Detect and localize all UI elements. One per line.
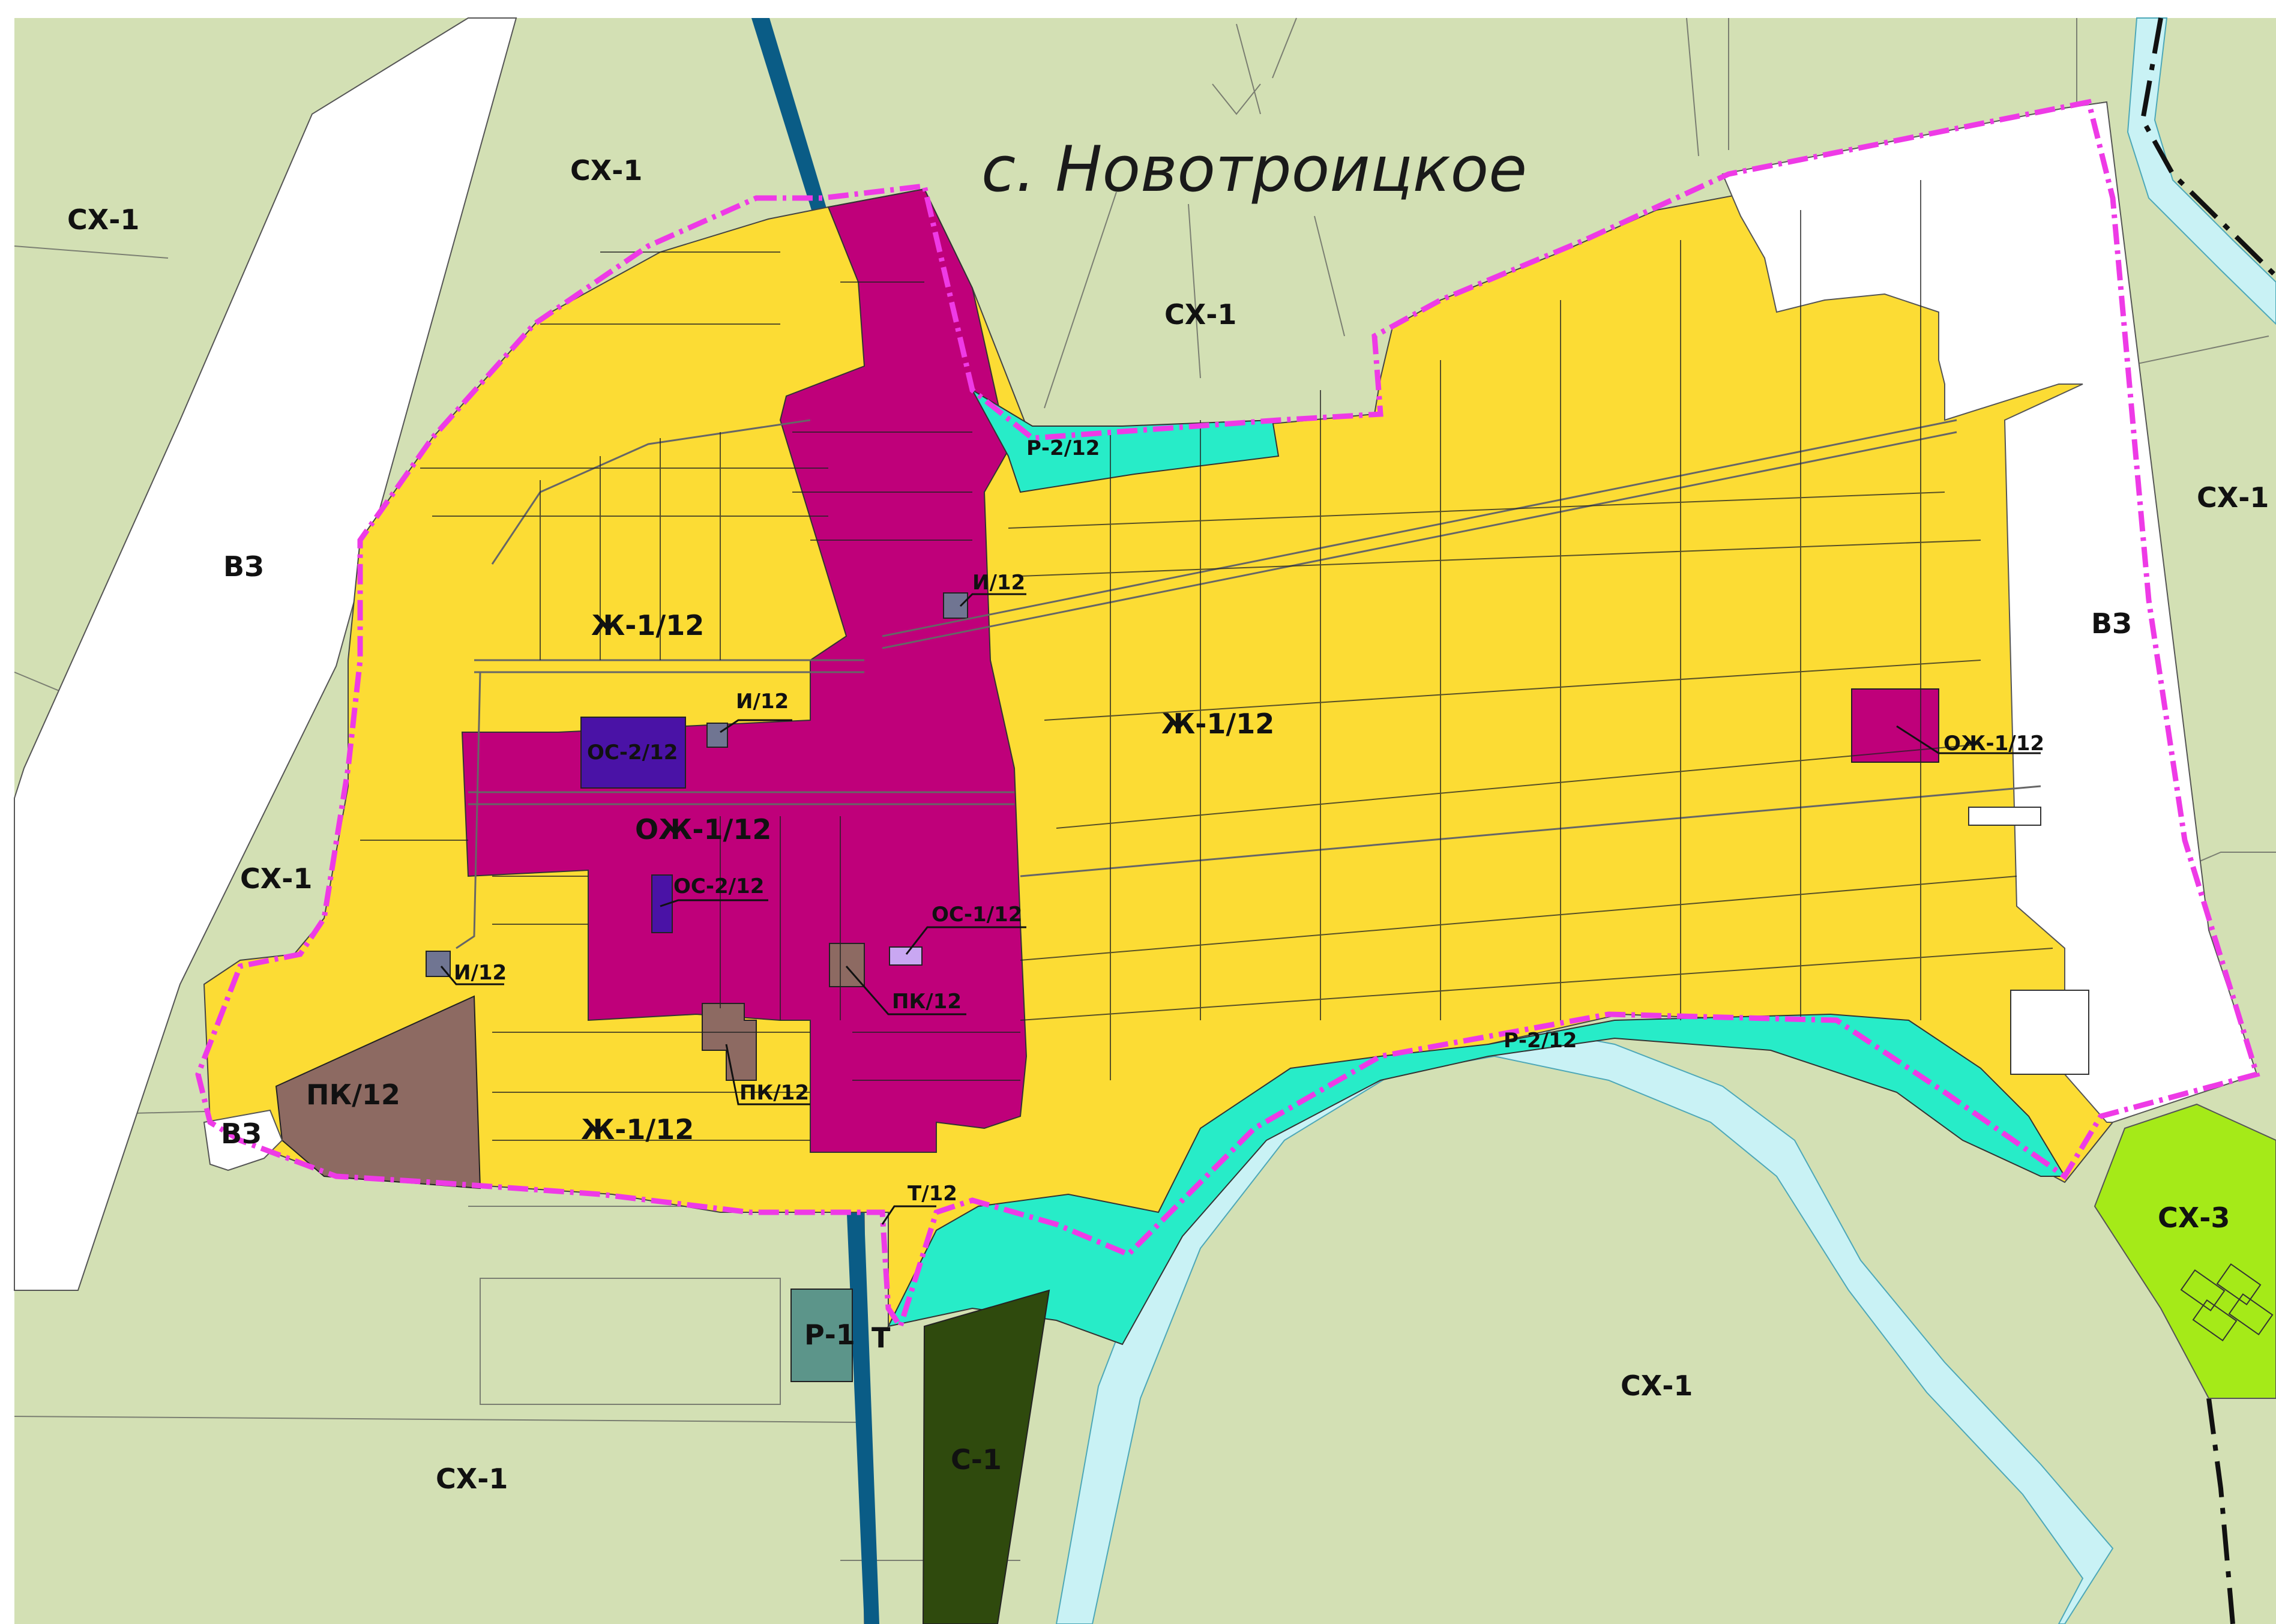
reserve-zone-west [14, 17, 517, 1291]
label-r2-south: Р-2/12 [1504, 1029, 1577, 1053]
label-i-north: И/12 [972, 571, 1025, 595]
label-os1: ОС-1/12 [932, 903, 1022, 927]
label-sx1-south: СХ-1 [1621, 1370, 1693, 1402]
label-t: Т [872, 1322, 891, 1354]
label-t12: Т/12 [908, 1182, 957, 1206]
cemetery-zone [922, 1289, 1050, 1624]
label-sx1-west: СХ-1 [240, 862, 312, 895]
reserve-zone-east [1721, 101, 2258, 1123]
reserve-plot [2010, 990, 2089, 1075]
label-i-west: И/12 [454, 961, 507, 985]
railway-southeast [2206, 1398, 2235, 1624]
label-pk-center: ПК/12 [892, 990, 962, 1014]
label-r2-north: Р-2/12 [1026, 436, 1100, 460]
mixed-public-zone-east [1851, 688, 1939, 763]
label-sx3: СХ-3 [2158, 1201, 2230, 1234]
streets [456, 419, 2041, 949]
zone-labels: СХ-1 СХ-1 СХ-1 СХ-1 СХ-1 СХ-1 СХ-1 СХ-3 … [67, 154, 2269, 1495]
engineering-zone-north [943, 592, 968, 619]
recreation-zone-north [971, 388, 1280, 493]
mixed-public-zone [461, 188, 1028, 1153]
label-os2-a: ОС-2/12 [587, 741, 678, 765]
label-vz-east: ВЗ [2091, 607, 2132, 640]
label-zh-south: Ж-1/12 [581, 1113, 694, 1146]
social-zone-c [889, 946, 923, 966]
sports-zone [790, 1289, 853, 1382]
engineering-zone-center [706, 723, 728, 748]
map-margin-top [0, 0, 2276, 18]
production-zone-south [702, 1003, 757, 1081]
settlement-title: с. Новотроицкое [981, 133, 1527, 206]
label-zh-nw: Ж-1/12 [591, 609, 704, 642]
label-c1: С-1 [951, 1443, 1002, 1476]
label-pk-south: ПК/12 [739, 1081, 809, 1105]
canal [751, 18, 879, 1624]
label-i-center: И/12 [736, 690, 789, 714]
label-zh-center: Ж-1/12 [1161, 708, 1274, 740]
label-pk-sw: ПК/12 [306, 1078, 400, 1111]
label-vz-west: ВЗ [223, 550, 264, 583]
label-sx1-north: СХ-1 [570, 154, 642, 187]
river-northeast [2127, 17, 2276, 325]
label-r1: Р-1 [804, 1319, 855, 1351]
reserve-plot-2 [1968, 807, 2041, 826]
river [1055, 1019, 2114, 1624]
label-ozh-center: ОЖ-1/12 [635, 813, 771, 846]
label-sx1-nw: СХ-1 [67, 203, 139, 236]
label-ozh-east: ОЖ-1/12 [1943, 732, 2044, 756]
label-sx1-north-mid: СХ-1 [1164, 298, 1236, 331]
map-margin-left [0, 0, 14, 1624]
label-vz-sw: ВЗ [221, 1117, 262, 1150]
label-os2-b: ОС-2/12 [673, 874, 764, 898]
railway-northeast [2140, 17, 2276, 278]
label-sx1-east: СХ-1 [2197, 481, 2269, 514]
parcel-lines [360, 180, 2053, 1141]
orchards-zone [2094, 1103, 2276, 1399]
settlement-boundary [195, 98, 2260, 1333]
social-zone-a [580, 717, 686, 789]
label-sx1-south-west: СХ-1 [436, 1463, 508, 1495]
label-leaders [440, 593, 2041, 1225]
orchard-plots [2180, 1263, 2274, 1341]
